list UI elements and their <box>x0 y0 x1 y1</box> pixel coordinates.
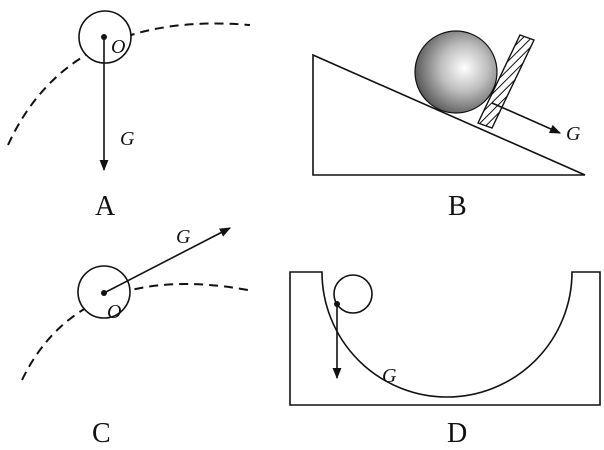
panel-a: O G A <box>7 10 251 222</box>
ball-b <box>414 30 498 114</box>
baffle-plate-b <box>477 34 535 129</box>
dashed-trajectory-c <box>21 283 249 381</box>
caption-b: B <box>448 191 467 222</box>
incline-b <box>312 53 586 176</box>
force-label-d: G <box>382 365 397 387</box>
caption-c: C <box>92 418 111 449</box>
center-label-c: O <box>107 301 121 323</box>
panel-c: O G C <box>21 226 249 449</box>
gravity-arrow-b <box>491 102 562 134</box>
gravity-arrow-c <box>103 227 231 294</box>
bowl-block-d <box>289 271 601 406</box>
caption-a: A <box>95 191 116 222</box>
panel-b: G B <box>312 30 586 222</box>
caption-d: D <box>447 418 467 449</box>
force-label-b: G <box>566 123 581 145</box>
ball-d <box>333 274 373 314</box>
force-label-a: G <box>120 128 135 150</box>
center-label-a: O <box>111 36 125 58</box>
panel-d: G D <box>289 271 601 449</box>
force-label-c: G <box>176 226 191 248</box>
